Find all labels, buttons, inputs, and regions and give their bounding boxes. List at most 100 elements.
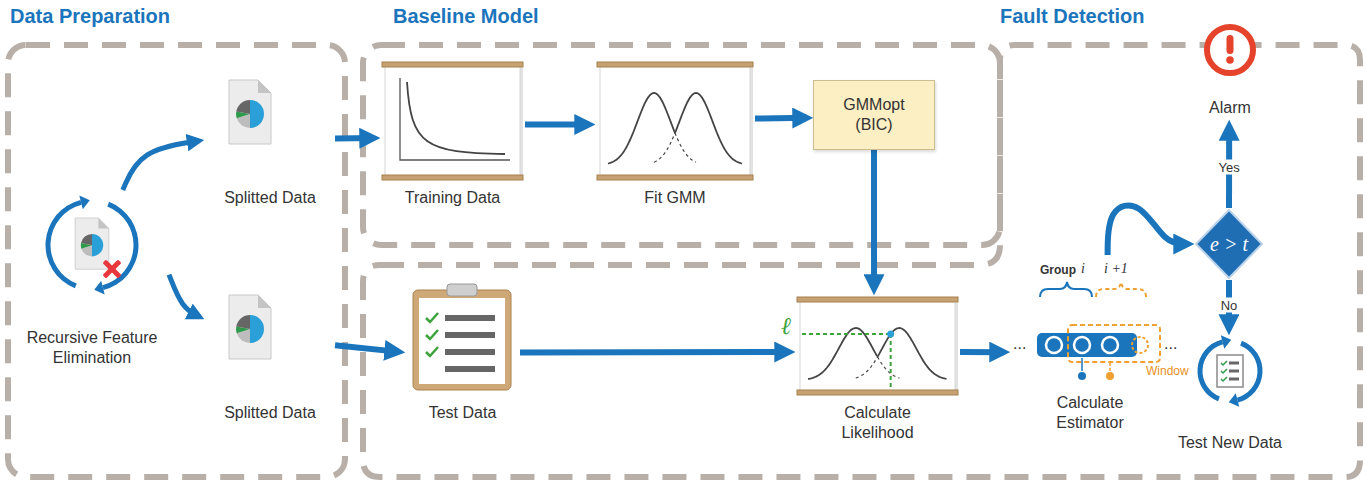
gaussian-curve [675, 93, 742, 164]
list-line [445, 349, 495, 355]
list-line [445, 332, 495, 338]
plot-axes [400, 78, 510, 160]
data-icon: Splitted Data [205, 75, 335, 210]
cross-bar [102, 259, 121, 278]
check-mark [1221, 377, 1227, 381]
sheet-line [1229, 378, 1239, 381]
node-text: e > t [1210, 232, 1248, 257]
node-text: Fit GMM [644, 188, 705, 208]
estimator-tick [1109, 363, 1111, 371]
flow-arrow [960, 349, 1004, 355]
ellipsis: ... [1013, 334, 1026, 353]
diamond-shape [1196, 210, 1262, 278]
node-text: Alarm [1209, 98, 1251, 118]
remove-mark [102, 259, 121, 278]
sample-point [887, 331, 894, 338]
clipboard-icon: Test Data [405, 280, 520, 425]
estimator-group: Calculate Estimator [1010, 255, 1170, 435]
sample-bar [1037, 333, 1137, 357]
clipboard-clip [447, 284, 477, 296]
node-text: Splitted Data [224, 188, 316, 208]
board-rail [597, 62, 753, 67]
page [75, 218, 109, 269]
board-panel [385, 65, 520, 177]
gaussian-curve [608, 93, 675, 164]
chart-board: Calculate Likelihood [795, 295, 960, 445]
chart-board: Training Data [380, 60, 525, 210]
process-box: GMMopt (BIC) [813, 80, 935, 150]
gaussian-curve [856, 356, 878, 378]
cycle-arrowhead [94, 281, 104, 295]
group-label: Group [1040, 263, 1076, 277]
node-illustration [405, 280, 520, 425]
gaussian-curve [878, 357, 900, 378]
page-fold [258, 295, 271, 308]
board-panel [800, 300, 955, 392]
alarm-icon: Alarm [1190, 20, 1270, 120]
decay-curve [407, 82, 505, 154]
document-icon [229, 80, 271, 144]
board-rail [797, 390, 958, 395]
flow-arrow [335, 135, 374, 141]
node-text: Test New Data [1178, 433, 1282, 453]
pie-slice [236, 315, 250, 329]
region-outline [8, 45, 345, 477]
sheet-line [1229, 370, 1239, 373]
node-text: Calculate Estimator [1040, 393, 1140, 433]
sample-dot [1046, 337, 1062, 353]
pie-slice [250, 315, 264, 343]
clipboard-paper [419, 298, 505, 384]
estimator-dot [1078, 372, 1086, 380]
board-rail [382, 62, 523, 67]
document-icon [229, 295, 271, 359]
flow-arrow [520, 349, 789, 355]
edge-label: Yes [1215, 160, 1242, 175]
region-outline [363, 45, 1000, 245]
node-illustration [595, 60, 755, 210]
node-illustration [795, 295, 960, 445]
section-title: Data Preparation [10, 4, 170, 28]
chart-board: Fit GMM [595, 60, 755, 210]
process-icon: Recursive Feature Elimination [15, 190, 169, 370]
alarm-dot [1226, 56, 1234, 64]
gaussian-curve [808, 328, 877, 379]
window-brace [1096, 282, 1146, 297]
document-icon [75, 218, 109, 269]
check-mark [1221, 361, 1227, 365]
alarm-ring [1207, 27, 1253, 73]
node-text: Training Data [405, 188, 500, 208]
edge-label: No [1218, 297, 1241, 312]
clipboard-board [413, 290, 511, 390]
sample-dot [1074, 337, 1090, 353]
check-mark [1221, 369, 1227, 373]
window-frame [1068, 325, 1160, 362]
flow-arrow [123, 141, 199, 190]
sample-dot [1102, 337, 1118, 353]
flow-arrow [755, 115, 807, 122]
data-icon: Splitted Data [205, 290, 335, 425]
node-text: Test Data [429, 403, 497, 423]
region-outline [363, 45, 1360, 477]
list-line [445, 315, 495, 321]
estimator-dot [1106, 372, 1114, 380]
node-text: GMMopt (BIC) [834, 95, 914, 135]
gaussian-curve [654, 133, 675, 162]
pie-slice [81, 234, 92, 245]
board-rail [797, 297, 958, 302]
section-title: Baseline Model [393, 4, 539, 28]
alarm-bar [1227, 35, 1234, 54]
check-mark [426, 330, 438, 339]
pie-slice [250, 100, 264, 128]
check-mark [426, 313, 438, 322]
next-sample [1132, 337, 1148, 353]
section-title: Fault Detection [1000, 4, 1144, 28]
node-text: Splitted Data [224, 403, 316, 423]
pie-slice [236, 100, 250, 114]
gaussian-curve [675, 133, 696, 162]
decision-diamond: e > t [1194, 208, 1264, 280]
page-fold [258, 80, 271, 93]
likelihood-symbol: ℓ [781, 312, 791, 341]
flow-arrow [525, 122, 589, 128]
list-line [445, 366, 495, 372]
